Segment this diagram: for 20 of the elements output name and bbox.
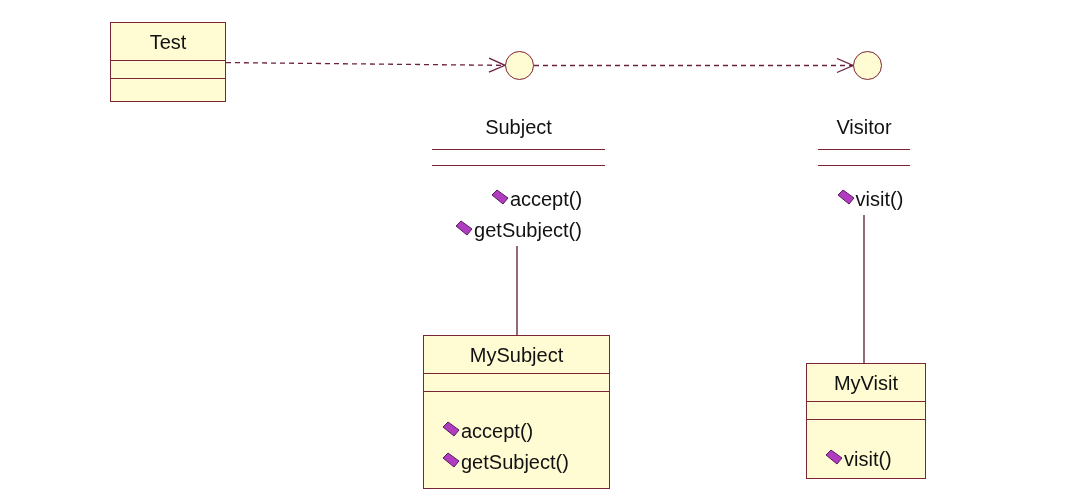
class-name: MyVisit <box>832 371 900 396</box>
class-box <box>806 363 926 479</box>
dependency-arrow <box>533 57 854 74</box>
interface-circle <box>505 51 534 80</box>
method-name: visit() <box>855 187 904 212</box>
method-name: visit() <box>844 447 892 472</box>
interface-name: Subject <box>484 116 553 140</box>
method-name: accept() <box>509 187 583 212</box>
class-box <box>423 335 610 489</box>
class-box <box>110 22 226 102</box>
dependency-arrow <box>225 57 506 73</box>
realization-line <box>516 245 518 336</box>
class-name: Test <box>148 30 188 55</box>
interface-circle <box>853 51 882 80</box>
realization-line <box>863 214 865 364</box>
class-name: MySubject <box>468 343 565 368</box>
interface-name: Visitor <box>835 116 893 140</box>
method-name: getSubject() <box>474 218 582 243</box>
method-name: getSubject() <box>461 450 569 475</box>
method-name: accept() <box>461 419 534 444</box>
